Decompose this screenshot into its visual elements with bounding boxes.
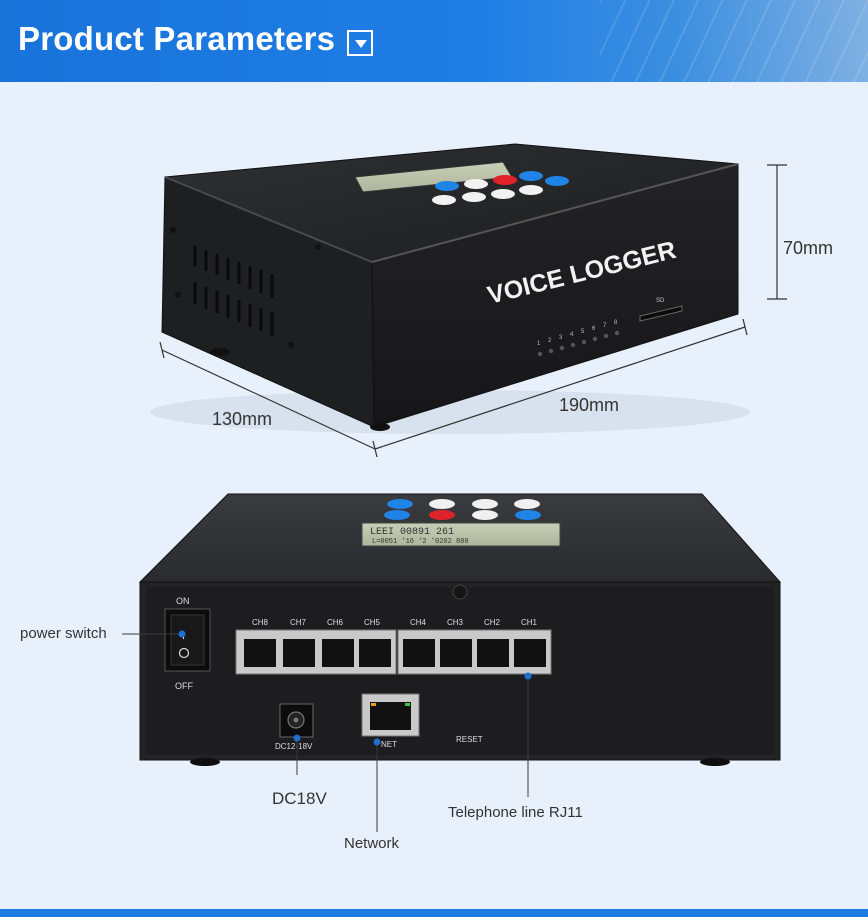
- callout-network: Network: [344, 835, 400, 852]
- reset-label: RESET: [456, 735, 483, 744]
- content-area: VOICE LOGGER SD 1 2 3 4 5 6 7 8: [0, 82, 868, 909]
- callout-power-switch: power switch: [20, 625, 107, 642]
- led-7: 7: [603, 323, 607, 329]
- back-keypad: [384, 499, 541, 520]
- channel-label-ch4: CH4: [410, 618, 427, 627]
- power-switch[interactable]: I: [164, 608, 211, 672]
- channel-label-ch2: CH2: [484, 618, 501, 627]
- dc-port-label: DC12-18V: [275, 742, 313, 751]
- led-4: 4: [570, 332, 574, 338]
- dimension-height-label: 70mm: [783, 238, 834, 258]
- footer-band: [0, 909, 868, 917]
- callout-dc: DC18V: [272, 789, 327, 808]
- channel-label-ch7: CH7: [290, 618, 307, 627]
- channel-label-ch1: CH1: [521, 618, 538, 627]
- dimension-length-label: 190mm: [559, 395, 620, 415]
- channel-label-ch3: CH3: [447, 618, 464, 627]
- page-title: Product Parameters: [18, 20, 336, 57]
- callout-lines: [122, 633, 529, 832]
- sd-slot-label: SD: [656, 298, 665, 304]
- led-2: 2: [548, 338, 552, 344]
- led-3: 3: [559, 335, 563, 341]
- lcd-line-1: LEEI 00891 261: [370, 527, 454, 538]
- channel-labels: CH8 CH7 CH6 CH5 CH4 CH3 CH2 CH1: [252, 618, 538, 627]
- led-8: 8: [614, 320, 618, 326]
- channel-label-ch6: CH6: [327, 618, 344, 627]
- lcd-line-2: L=0051 '16 '2 '0202 800: [372, 538, 469, 546]
- dc-jack[interactable]: [279, 703, 314, 738]
- keypad: [432, 171, 569, 205]
- callout-telephone: Telephone line RJ11: [448, 804, 583, 821]
- led-6: 6: [592, 326, 596, 332]
- page-header: Product Parameters: [0, 0, 868, 82]
- rj11-ports: [235, 629, 552, 675]
- led-indicators: 1 2 3 4 5 6 7 8: [537, 320, 620, 357]
- top-device: VOICE LOGGER SD 1 2 3 4 5 6 7 8: [150, 143, 750, 434]
- net-port-label: NET: [381, 740, 397, 749]
- dimension-depth-label: 130mm: [212, 409, 273, 429]
- product-illustration: VOICE LOGGER SD 1 2 3 4 5 6 7 8: [122, 143, 787, 832]
- led-5: 5: [581, 329, 585, 335]
- switch-on-label: ON: [176, 596, 190, 606]
- channel-label-ch8: CH8: [252, 618, 269, 627]
- channel-label-ch5: CH5: [364, 618, 381, 627]
- back-device: LEEI 00891 261 L=0051 '16 '2 '0202 800 I…: [138, 493, 782, 766]
- led-1: 1: [537, 341, 541, 347]
- switch-off-label: OFF: [175, 681, 193, 691]
- header-decoration: [600, 0, 868, 82]
- dimension-lines: [159, 164, 787, 458]
- rj45-port[interactable]: [361, 693, 420, 737]
- dropdown-triangle-icon[interactable]: [347, 30, 373, 56]
- callout-dots: [178, 630, 532, 746]
